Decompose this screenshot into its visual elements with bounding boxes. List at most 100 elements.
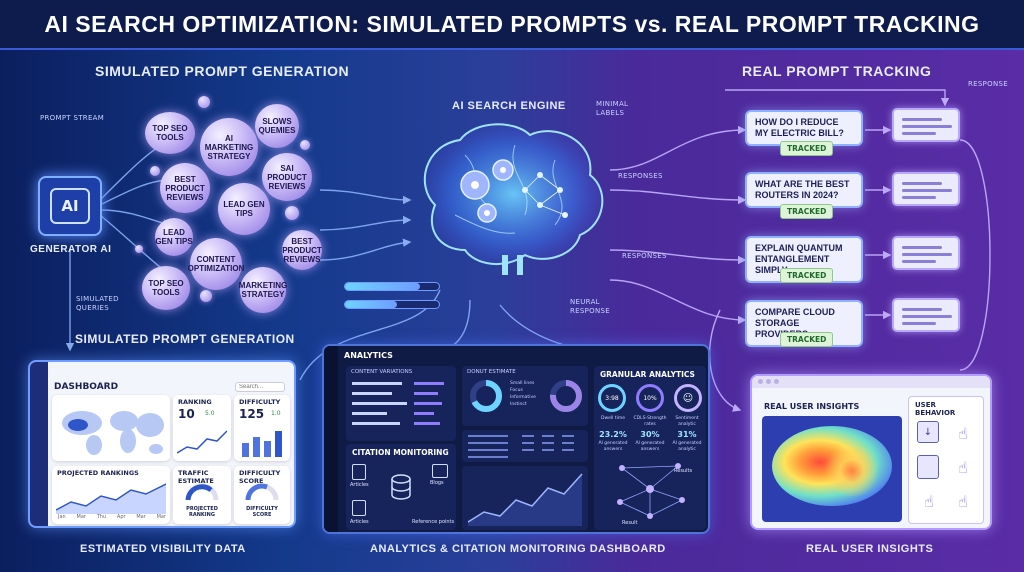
page-icon: [917, 455, 939, 479]
month-tick: Thu: [96, 514, 107, 520]
left-footer: ESTIMATED VISIBILITY DATA: [80, 543, 246, 555]
response-label: RESPONSE: [968, 80, 1008, 88]
window-dot: [766, 379, 771, 384]
stat-label: AI generated answers: [635, 441, 665, 452]
projected-rankings-label: PROJECTED RANKINGS: [57, 469, 139, 477]
response-card: [892, 298, 960, 332]
citation-title: CITATION MONITORING: [352, 448, 449, 457]
ranking-card: RANKING 10 5.0: [173, 395, 231, 461]
difficulty-score-card: DIFFICULTY SCORE DIFFICULTY SCORE: [234, 466, 290, 524]
database-icon: [391, 474, 411, 500]
donut-chart-2: [550, 380, 582, 412]
difficulty-delta: 1.0: [271, 410, 281, 417]
data-table: [462, 430, 588, 462]
difficulty-bar-chart: [242, 431, 282, 457]
decor-dot: [135, 245, 143, 253]
left-heading: SIMULATED PROMPT GENERATION: [95, 63, 350, 79]
tracked-badge: TRACKED: [780, 141, 834, 156]
gauge: 3:98: [598, 384, 626, 412]
difficulty-score-sub: DIFFICULTY SCORE: [246, 506, 278, 518]
prompt-bubble: TOP SEO TOOLS: [142, 266, 190, 310]
engine-label: AI SEARCH ENGINE: [452, 100, 566, 112]
response-card: [892, 236, 960, 270]
stat-row: 23.2% 30% 31%: [596, 430, 704, 439]
stat-label: AI generated answers: [598, 441, 628, 452]
network-label: Result: [622, 520, 638, 526]
gauge-label: Dwell time: [600, 416, 625, 421]
user-behavior-card: USER BEHAVIOR ↓ ☝ ☝ ☝ ☝: [908, 396, 984, 524]
month-tick: Mar: [76, 514, 86, 520]
prompt-bubble: MARKETING STRATEGY: [239, 267, 287, 313]
document-icon: [352, 464, 366, 480]
ranking-value: 10: [178, 407, 195, 421]
prompt-bubble: SLOWS QUEMIES: [255, 104, 299, 148]
legend-item: Instinct: [510, 402, 527, 407]
query-box: HOW DO I REDUCE MY ELECTRIC BILL?: [745, 110, 863, 146]
progress-fill: [345, 283, 421, 290]
tracked-badge: TRACKED: [780, 332, 834, 347]
insights-window-bar: [752, 376, 990, 388]
world-map: [62, 411, 164, 455]
trend-line-chart: [467, 473, 583, 526]
analytics-panel: ANALYTICS CONTENT VARIATIONS DONUT ESTIM…: [322, 344, 710, 534]
month-tick: Apr: [116, 514, 126, 520]
generator-ai-chip: AI: [38, 176, 102, 236]
click-hand-icon: ☝: [924, 491, 934, 511]
citation-item: Blogs: [430, 480, 444, 486]
stat-value: 30%: [640, 430, 660, 439]
ranking-delta: 5.0: [205, 410, 215, 417]
month-tick: Mar: [136, 514, 146, 520]
right-heading: REAL PROMPT TRACKING: [742, 63, 932, 79]
center-footer: ANALYTICS & CITATION MONITORING DASHBOAR…: [370, 543, 666, 555]
window-dot: [774, 379, 779, 384]
chip-icon: AI: [50, 188, 90, 224]
generator-ai-label: GENERATOR AI: [30, 244, 112, 255]
prompt-bubble: AI MARKETING STRATEGY: [200, 118, 258, 176]
decor-dot: [150, 166, 160, 176]
progress-bar: [344, 282, 440, 291]
page-title: AI SEARCH OPTIMIZATION: SIMULATED PROMPT…: [44, 10, 980, 37]
granular-title: GRANULAR ANALYTICS: [600, 370, 695, 379]
content-variations-card: CONTENT VARIATIONS: [346, 366, 456, 441]
dashboard-sidebar: [30, 362, 48, 526]
dashboard-panel: DASHBOARD RANKING 10 5.0 DIFFICULTY 125 …: [28, 360, 296, 528]
heatmap-blob: [822, 446, 882, 496]
decor-dot: [198, 96, 210, 108]
prompt-bubble: CONTENT OPTIMIZATION: [188, 238, 244, 290]
prompt-bubble: BEST PRODUCT REVIEWS: [282, 230, 322, 270]
prompt-bubble: BEST PRODUCT REVIEWS: [160, 163, 210, 213]
donut-estimate-title: DONUT ESTIMATE: [467, 369, 516, 375]
stat-labels: AI generated answers AI generated answer…: [596, 441, 704, 453]
citation-monitoring-card: CITATION MONITORING Articles Blogs Artic…: [346, 444, 456, 530]
connection-lines: [65, 89, 991, 412]
smiley-icon: ☺: [674, 384, 702, 412]
difficulty-gauge: [245, 483, 279, 501]
response-card: [892, 172, 960, 206]
prompt-bubble: SAI PRODUCT REVIEWS: [262, 153, 312, 201]
month-tick: Jan: [58, 514, 66, 520]
simulated-queries-label: SIMULATED QUERIES: [76, 295, 119, 312]
ranking-label: RANKING: [178, 398, 212, 406]
traffic-estimate-label: TRAFFIC ESTIMATE: [178, 469, 214, 485]
projected-area-chart: [56, 483, 166, 514]
traffic-sub: PROJECTED RANKING: [186, 506, 218, 518]
line-chart-card: [462, 466, 588, 530]
gauge-label: CDLS-Strength rates: [633, 416, 667, 427]
right-footer: REAL USER INSIGHTS: [806, 543, 934, 555]
progress-bar: [344, 300, 440, 309]
sparkle-hand-icon: ☝: [958, 491, 968, 511]
traffic-estimate-card: TRAFFIC ESTIMATE PROJECTED RANKING: [173, 466, 231, 524]
analytics-title: ANALYTICS: [344, 351, 393, 360]
donut-chart: [470, 380, 502, 412]
difficulty-value: 125: [239, 407, 265, 421]
dashboard-search-input[interactable]: [235, 382, 285, 392]
citation-item: Reference points: [412, 519, 455, 525]
tap-hand-icon: ☝: [958, 457, 968, 477]
prompt-stream-label: PROMPT STREAM: [40, 114, 105, 122]
stat-value: 23.2%: [599, 430, 627, 439]
world-map-card: [52, 395, 170, 461]
ranking-line-chart: [177, 430, 227, 454]
dashboard-title: DASHBOARD: [54, 382, 119, 392]
